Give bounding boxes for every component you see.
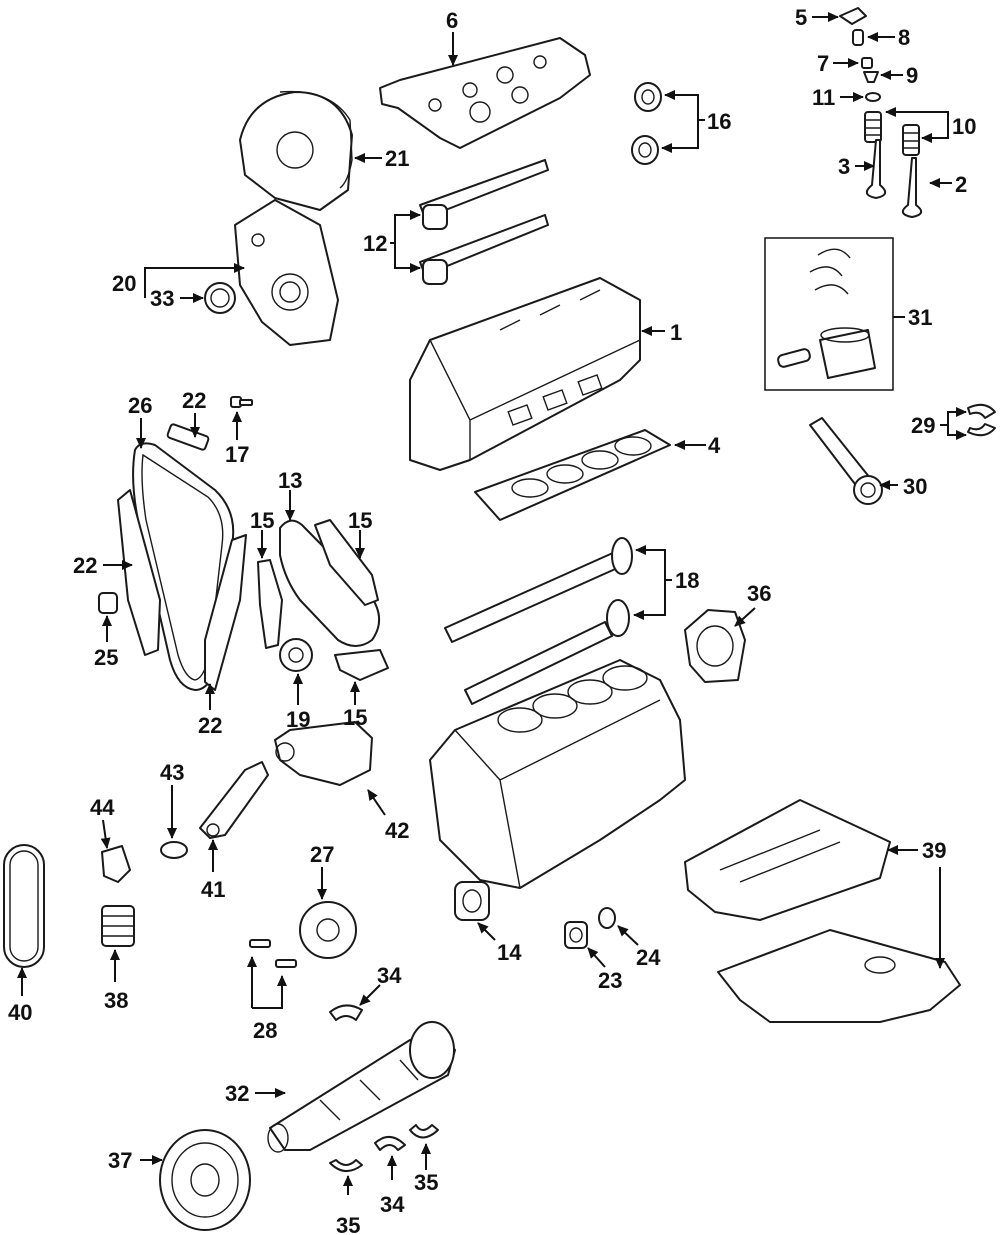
gasket-ring-part[interactable] bbox=[160, 841, 188, 859]
callout-27: 27 bbox=[310, 842, 334, 867]
oil-filter-housing-part[interactable] bbox=[454, 881, 490, 921]
callout-36: 36 bbox=[747, 581, 771, 606]
callout-14: 14 bbox=[497, 940, 522, 965]
valve-retainer-part[interactable] bbox=[863, 71, 879, 83]
upper-oil-pan-part[interactable] bbox=[684, 799, 891, 921]
callout-39: 39 bbox=[922, 838, 946, 863]
callout-37: 37 bbox=[108, 1148, 132, 1173]
callout-11: 11 bbox=[812, 85, 835, 110]
bearing-shells-part[interactable] bbox=[329, 1004, 439, 1172]
callout-38: 38 bbox=[104, 988, 128, 1013]
cylinder-head-part[interactable] bbox=[409, 277, 641, 471]
callout-1: 1 bbox=[670, 320, 682, 345]
engine-block-part[interactable] bbox=[429, 659, 686, 889]
crankshaft-part[interactable] bbox=[267, 1021, 456, 1153]
bolts-part[interactable] bbox=[249, 939, 297, 968]
callout-7: 7 bbox=[817, 51, 829, 76]
camshafts-upper-part[interactable] bbox=[419, 159, 549, 285]
connecting-rod-part[interactable] bbox=[809, 417, 883, 505]
tensioner-part[interactable] bbox=[98, 592, 118, 614]
oil-pickup-part[interactable] bbox=[199, 761, 269, 839]
callout-40: 40 bbox=[8, 1000, 32, 1025]
callout-25: 25 bbox=[94, 645, 118, 670]
rod-bearings-part[interactable] bbox=[967, 403, 996, 437]
sprocket-part[interactable] bbox=[279, 638, 313, 672]
callout-19: 19 bbox=[286, 707, 310, 732]
callout-24: 24 bbox=[636, 945, 661, 970]
rocker-arm-part[interactable] bbox=[839, 7, 867, 25]
callout-9: 9 bbox=[906, 63, 918, 88]
valve-keeper-part[interactable] bbox=[861, 57, 873, 69]
callout-35b: 35 bbox=[414, 1170, 438, 1195]
bracket-part[interactable] bbox=[101, 845, 131, 883]
callout-4: 4 bbox=[708, 433, 721, 458]
crank-pulley-part[interactable] bbox=[159, 1129, 251, 1231]
callout-34b: 34 bbox=[380, 1192, 405, 1217]
valve-cover-part[interactable] bbox=[379, 37, 591, 149]
chain-rail-part[interactable] bbox=[117, 423, 247, 691]
callout-44: 44 bbox=[90, 795, 115, 820]
callout-13: 13 bbox=[278, 468, 302, 493]
callout-21: 21 bbox=[385, 146, 409, 171]
head-gasket-part[interactable] bbox=[474, 429, 671, 521]
callout-3: 3 bbox=[838, 154, 850, 179]
small-timing-chain-part[interactable] bbox=[279, 519, 380, 647]
plug-part[interactable] bbox=[564, 921, 588, 949]
callout-23: 23 bbox=[598, 968, 622, 993]
callout-32: 32 bbox=[225, 1081, 249, 1106]
oil-pan-part[interactable] bbox=[717, 929, 961, 1023]
serpentine-belt-part[interactable] bbox=[3, 844, 45, 968]
front-seal-part[interactable] bbox=[204, 282, 236, 314]
callout-35a: 35 bbox=[336, 1213, 360, 1235]
callout-labels: 1 2 3 4 5 6 7 8 9 10 11 12 13 14 15 15 1… bbox=[8, 5, 976, 1235]
callout-33: 33 bbox=[150, 286, 174, 311]
cam-gears-part[interactable] bbox=[631, 82, 662, 165]
callout-22b: 22 bbox=[73, 553, 97, 578]
callout-16: 16 bbox=[707, 109, 731, 134]
lash-adjuster-part[interactable] bbox=[852, 29, 864, 46]
rear-seal-part[interactable] bbox=[684, 609, 746, 683]
valve-springs-part[interactable] bbox=[864, 111, 920, 156]
callout-41: 41 bbox=[201, 877, 225, 902]
oil-pump-part[interactable] bbox=[274, 721, 373, 786]
callout-26: 26 bbox=[128, 393, 152, 418]
callout-18: 18 bbox=[675, 568, 699, 593]
valve-seal-part[interactable] bbox=[865, 92, 881, 102]
callout-15a: 15 bbox=[250, 508, 274, 533]
callout-5: 5 bbox=[795, 5, 807, 30]
oil-cooler-part[interactable] bbox=[101, 905, 135, 947]
callout-15c: 15 bbox=[343, 705, 367, 730]
callout-22a: 22 bbox=[182, 388, 206, 413]
o-ring-part[interactable] bbox=[598, 907, 616, 929]
callout-17: 17 bbox=[225, 442, 249, 467]
leader-lines bbox=[17, 12, 967, 1195]
valve-pair-part[interactable] bbox=[865, 139, 923, 218]
flex-plate-part[interactable] bbox=[299, 901, 357, 959]
callout-34a: 34 bbox=[377, 963, 402, 988]
callout-2: 2 bbox=[955, 172, 967, 197]
upper-timing-cover-part[interactable] bbox=[239, 90, 353, 211]
callout-15b: 15 bbox=[348, 508, 372, 533]
timing-cover-part[interactable] bbox=[234, 199, 339, 346]
callout-43: 43 bbox=[160, 760, 184, 785]
piston-kit-part[interactable] bbox=[764, 237, 894, 391]
callout-12: 12 bbox=[363, 231, 387, 256]
callout-30: 30 bbox=[903, 474, 927, 499]
sensor-bolt-part[interactable] bbox=[230, 396, 253, 408]
callout-29: 29 bbox=[911, 413, 935, 438]
callout-10: 10 bbox=[952, 114, 976, 139]
callout-31: 31 bbox=[908, 305, 932, 330]
callout-6: 6 bbox=[446, 8, 458, 33]
callout-8: 8 bbox=[898, 25, 910, 50]
callout-20: 20 bbox=[112, 271, 136, 296]
chain-guides-part[interactable] bbox=[257, 519, 389, 681]
camshafts-lower-part[interactable] bbox=[444, 537, 633, 705]
callout-42: 42 bbox=[385, 818, 409, 843]
callout-22c: 22 bbox=[198, 713, 222, 738]
callout-28: 28 bbox=[253, 1018, 277, 1043]
